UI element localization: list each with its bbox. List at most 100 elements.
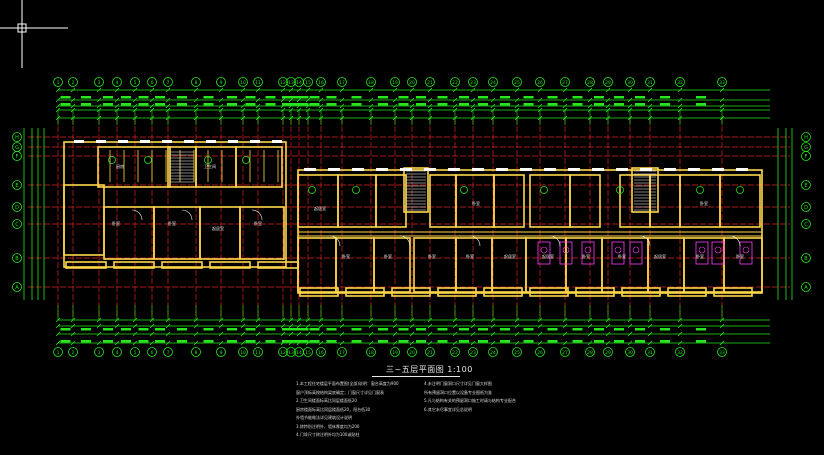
dimension-tick bbox=[490, 97, 496, 103]
sanitary-fixture bbox=[204, 156, 212, 164]
dimension-tick bbox=[562, 323, 568, 329]
window bbox=[688, 168, 700, 171]
dimension-tick bbox=[490, 340, 496, 346]
axis-bubble-label: 16 bbox=[318, 80, 324, 86]
axis-bubble-label: 5 bbox=[134, 350, 137, 356]
axis-bubble-label: 4 bbox=[116, 350, 119, 356]
axis-bubble-label: 20 bbox=[409, 80, 415, 86]
axis-bubble bbox=[94, 77, 104, 87]
axis-bubble-left bbox=[12, 219, 22, 229]
dimension-tick bbox=[255, 323, 261, 329]
axis-bubble-label: 22 bbox=[452, 80, 458, 86]
room-label: 厨房 bbox=[116, 163, 124, 169]
dimension-tick bbox=[452, 323, 458, 329]
dimension-text bbox=[282, 328, 292, 331]
dimension-tick bbox=[165, 103, 171, 109]
axis-bubble bbox=[286, 77, 296, 87]
axis-bubble-label: 11 bbox=[255, 80, 261, 86]
cad-crosshair-cursor[interactable] bbox=[0, 0, 70, 70]
dimension-tick bbox=[280, 97, 286, 103]
dimension-text bbox=[155, 328, 165, 331]
dimension-tick bbox=[605, 340, 611, 346]
dimension-tick bbox=[427, 103, 433, 109]
dimension-tick bbox=[318, 87, 324, 93]
axis-bubble-label: 8 bbox=[195, 350, 198, 356]
dimension-tick bbox=[288, 323, 294, 329]
door-swing bbox=[549, 235, 561, 247]
dimension-tick bbox=[470, 97, 476, 103]
dimension-text bbox=[177, 328, 187, 331]
dimension-text bbox=[265, 103, 276, 106]
axis-bubble bbox=[425, 347, 435, 357]
dimension-tick bbox=[193, 340, 199, 346]
dimension-text bbox=[594, 103, 604, 106]
dimension-tick bbox=[318, 340, 324, 346]
dimension-tick bbox=[647, 87, 653, 93]
dimension-text bbox=[523, 340, 534, 343]
dimension-text bbox=[614, 340, 624, 343]
dimension-text bbox=[290, 340, 300, 343]
dimension-text bbox=[378, 96, 388, 99]
dimension-tick bbox=[114, 87, 120, 93]
dimension-tick bbox=[149, 103, 155, 109]
dimension-tick bbox=[627, 340, 633, 346]
axis-bubble-left-label: B bbox=[15, 256, 19, 262]
sanitary-fixture bbox=[540, 186, 548, 194]
dimension-tick bbox=[132, 97, 138, 103]
furniture-symbols bbox=[108, 156, 753, 265]
dimension-text bbox=[138, 328, 149, 331]
dimension-tick bbox=[149, 340, 155, 346]
axis-bubble bbox=[512, 347, 522, 357]
dimension-text bbox=[416, 328, 426, 331]
axis-bubble bbox=[366, 77, 376, 87]
fixture-circle bbox=[632, 246, 640, 254]
dimension-text bbox=[660, 328, 670, 331]
fixture-circle bbox=[714, 246, 722, 254]
dimension-text bbox=[696, 103, 706, 106]
axis-bubble-label: 14 bbox=[296, 80, 302, 86]
dimension-tick bbox=[452, 331, 458, 337]
kitchen-fixture bbox=[739, 241, 753, 265]
dimension-tick bbox=[240, 97, 246, 103]
room bbox=[723, 237, 763, 293]
axis-bubble-label: 2 bbox=[72, 350, 75, 356]
window bbox=[616, 168, 628, 171]
dimension-tick bbox=[339, 97, 345, 103]
dimension-text bbox=[500, 103, 510, 106]
window bbox=[664, 168, 676, 171]
dimension-text bbox=[351, 103, 362, 106]
dimension-tick bbox=[114, 331, 120, 337]
dimension-tick bbox=[368, 103, 374, 109]
axis-bubble bbox=[53, 77, 63, 87]
dimension-text bbox=[227, 340, 237, 343]
dimension-text bbox=[459, 103, 469, 106]
axis-bubble bbox=[68, 77, 78, 87]
dimension-tick bbox=[339, 103, 345, 109]
axis-bubble-label: 26 bbox=[537, 350, 543, 356]
axis-bubble bbox=[390, 347, 400, 357]
axis-bubble bbox=[278, 347, 288, 357]
dimension-tick bbox=[255, 331, 261, 337]
axis-bubble bbox=[112, 77, 122, 87]
dimension-text bbox=[614, 328, 624, 331]
dimension-text bbox=[326, 328, 337, 331]
dimension-text bbox=[478, 340, 488, 343]
dimension-text bbox=[326, 96, 337, 99]
dimension-text bbox=[614, 103, 624, 106]
axis-bubble bbox=[645, 347, 655, 357]
dimension-tick bbox=[427, 331, 433, 337]
dimension-tick bbox=[218, 87, 224, 93]
dimension-tick bbox=[305, 340, 311, 346]
dimension-text bbox=[290, 328, 300, 331]
dimension-tick bbox=[490, 103, 496, 109]
note-line: 所有预留洞口位置以设备专业图纸为准 bbox=[424, 389, 492, 395]
dimension-tick bbox=[537, 103, 543, 109]
axis-bubble-label: 10 bbox=[240, 80, 246, 86]
axis-bubble-label: 27 bbox=[562, 350, 568, 356]
fixture-circle bbox=[614, 246, 622, 254]
axis-bubble-left bbox=[12, 253, 22, 263]
dimension-text bbox=[572, 103, 583, 106]
dimension-tick bbox=[218, 103, 224, 109]
room-label: 卫生间 bbox=[204, 163, 216, 169]
